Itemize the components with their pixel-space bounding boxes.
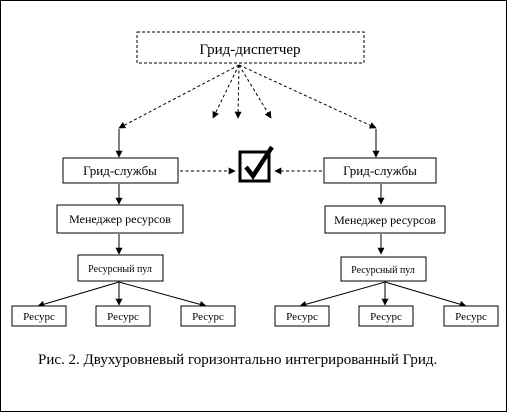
- right-resource-1-node: Ресурс: [274, 305, 330, 327]
- left-pool-to-resource-1-arrow: [37, 281, 120, 308]
- checkbox-checked-icon: [238, 145, 274, 183]
- left-resource-2-node: Ресурс: [95, 305, 151, 327]
- dispatcher-link-3: [238, 64, 272, 119]
- left-resource-1-node: Ресурс: [11, 305, 67, 327]
- right-resource-pool-node: Ресурсный пул: [340, 256, 427, 282]
- right-pool-to-resource-3-arrow: [384, 281, 467, 308]
- right-resource-manager-label: Менеджер ресурсов: [334, 213, 436, 227]
- dispatcher-link-1: [212, 64, 240, 119]
- left-resource-1-label: Ресурс: [23, 311, 55, 323]
- left-resource-2-label: Ресурс: [107, 311, 139, 323]
- left-pool-to-resource-3-arrow: [118, 281, 207, 308]
- right-grid-services-label: Грид-службы: [343, 163, 417, 178]
- right-resource-2-label: Ресурс: [370, 311, 402, 323]
- left-resource-pool-label: Ресурсный пул: [88, 264, 152, 275]
- left-resource-3-label: Ресурс: [192, 311, 224, 323]
- right-resource-1-label: Ресурс: [286, 311, 318, 323]
- left-grid-services-node: Грид-службы: [62, 157, 179, 184]
- left-resource-manager-node: Менеджер ресурсов: [56, 204, 184, 234]
- right-pool-to-resource-1-arrow: [299, 281, 386, 308]
- left-resource-manager-label: Менеджер ресурсов: [69, 212, 171, 226]
- dispatcher-to-right-services-link: [238, 64, 377, 129]
- right-resource-manager-node: Менеджер ресурсов: [324, 205, 446, 234]
- grid-dispatcher-node: Грид-диспетчер: [136, 31, 365, 64]
- left-resource-3-node: Ресурс: [180, 305, 236, 327]
- right-resource-pool-label: Ресурсный пул: [351, 265, 415, 276]
- figure-caption: Рис. 2. Двухуровневый горизонтально инте…: [38, 352, 438, 368]
- right-resource-3-node: Ресурс: [443, 305, 499, 327]
- right-resource-3-label: Ресурс: [455, 311, 487, 323]
- right-resource-2-node: Ресурс: [358, 305, 414, 327]
- dispatcher-link-2: [234, 64, 242, 119]
- left-grid-services-label: Грид-службы: [83, 163, 157, 178]
- dispatcher-to-left-services-link: [118, 64, 240, 129]
- right-grid-services-node: Грид-службы: [323, 157, 437, 184]
- grid-dispatcher-label: Грид-диспетчер: [199, 42, 300, 58]
- left-resource-pool-node: Ресурсный пул: [77, 254, 164, 282]
